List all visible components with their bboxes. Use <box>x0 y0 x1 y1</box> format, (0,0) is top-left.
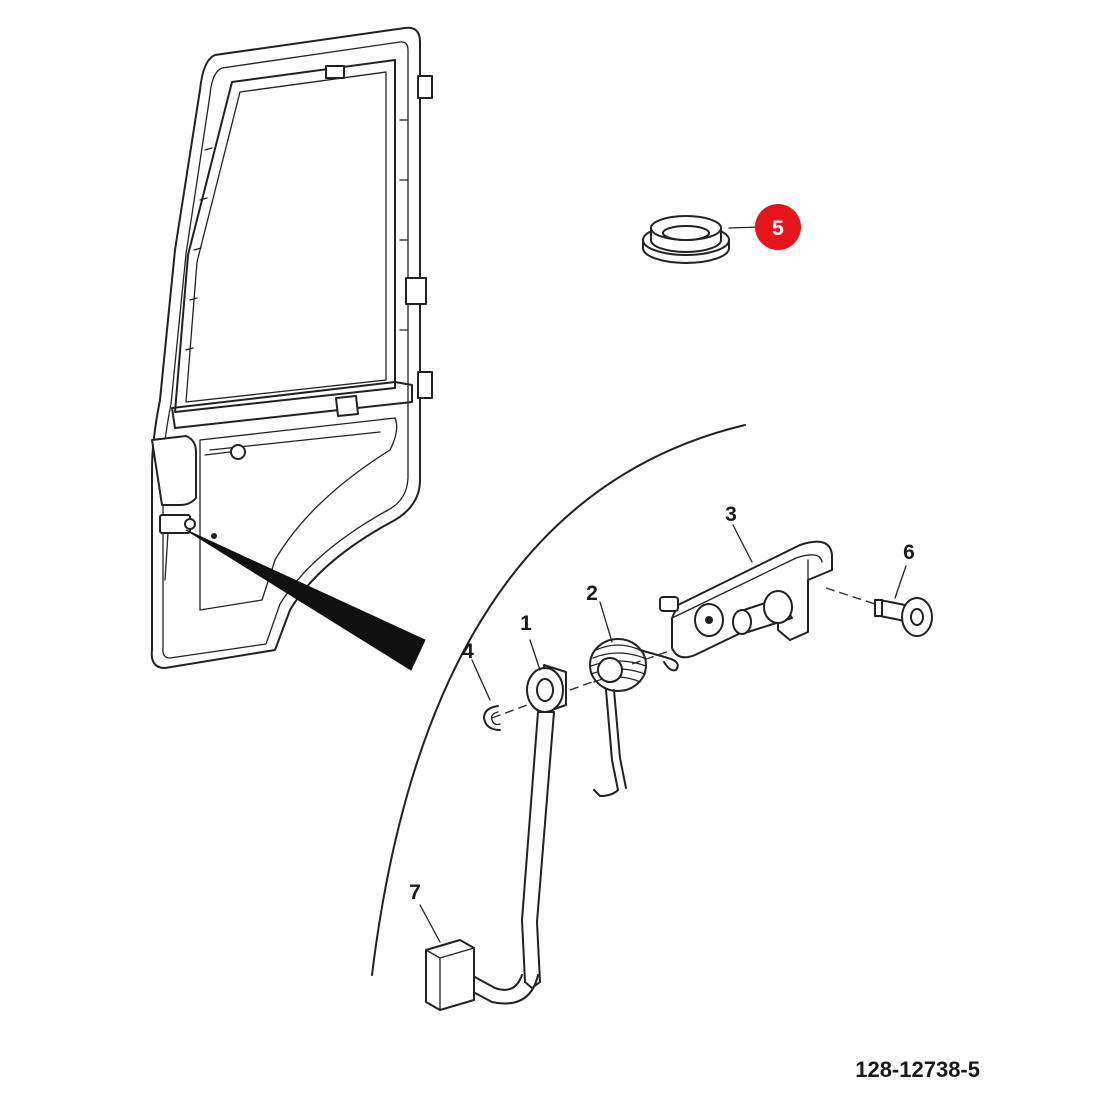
door-frame-drawing <box>150 26 433 669</box>
svg-text:2: 2 <box>586 582 598 605</box>
grommet-part <box>642 215 761 264</box>
lever-part <box>457 664 567 1005</box>
handle-pad-part <box>425 939 475 1011</box>
detail-view-boundary <box>371 424 746 976</box>
spring-part <box>589 638 679 797</box>
callout-1[interactable]: 1 <box>520 612 532 635</box>
callout-6[interactable]: 6 <box>903 541 915 564</box>
drawing-number: 128-12738-5 <box>855 1057 980 1082</box>
callout-4[interactable]: 4 <box>462 640 474 663</box>
svg-text:7: 7 <box>409 881 421 904</box>
latch-plate-part <box>659 540 833 659</box>
bolt-part <box>874 597 933 637</box>
detail-pointer <box>185 529 426 671</box>
callout-7[interactable]: 7 <box>409 881 421 904</box>
callout-3[interactable]: 3 <box>725 503 737 526</box>
svg-text:1: 1 <box>520 612 532 635</box>
svg-text:3: 3 <box>725 503 737 526</box>
svg-text:4: 4 <box>462 640 474 663</box>
svg-text:6: 6 <box>903 541 915 564</box>
callout-5[interactable]: 5 <box>755 204 801 250</box>
clip-part <box>483 705 501 731</box>
highlight-circle <box>755 204 801 250</box>
callout-2[interactable]: 2 <box>586 582 598 605</box>
leader-lines <box>419 524 907 943</box>
svg-text:5: 5 <box>772 217 784 240</box>
assembly-axis <box>491 587 876 719</box>
